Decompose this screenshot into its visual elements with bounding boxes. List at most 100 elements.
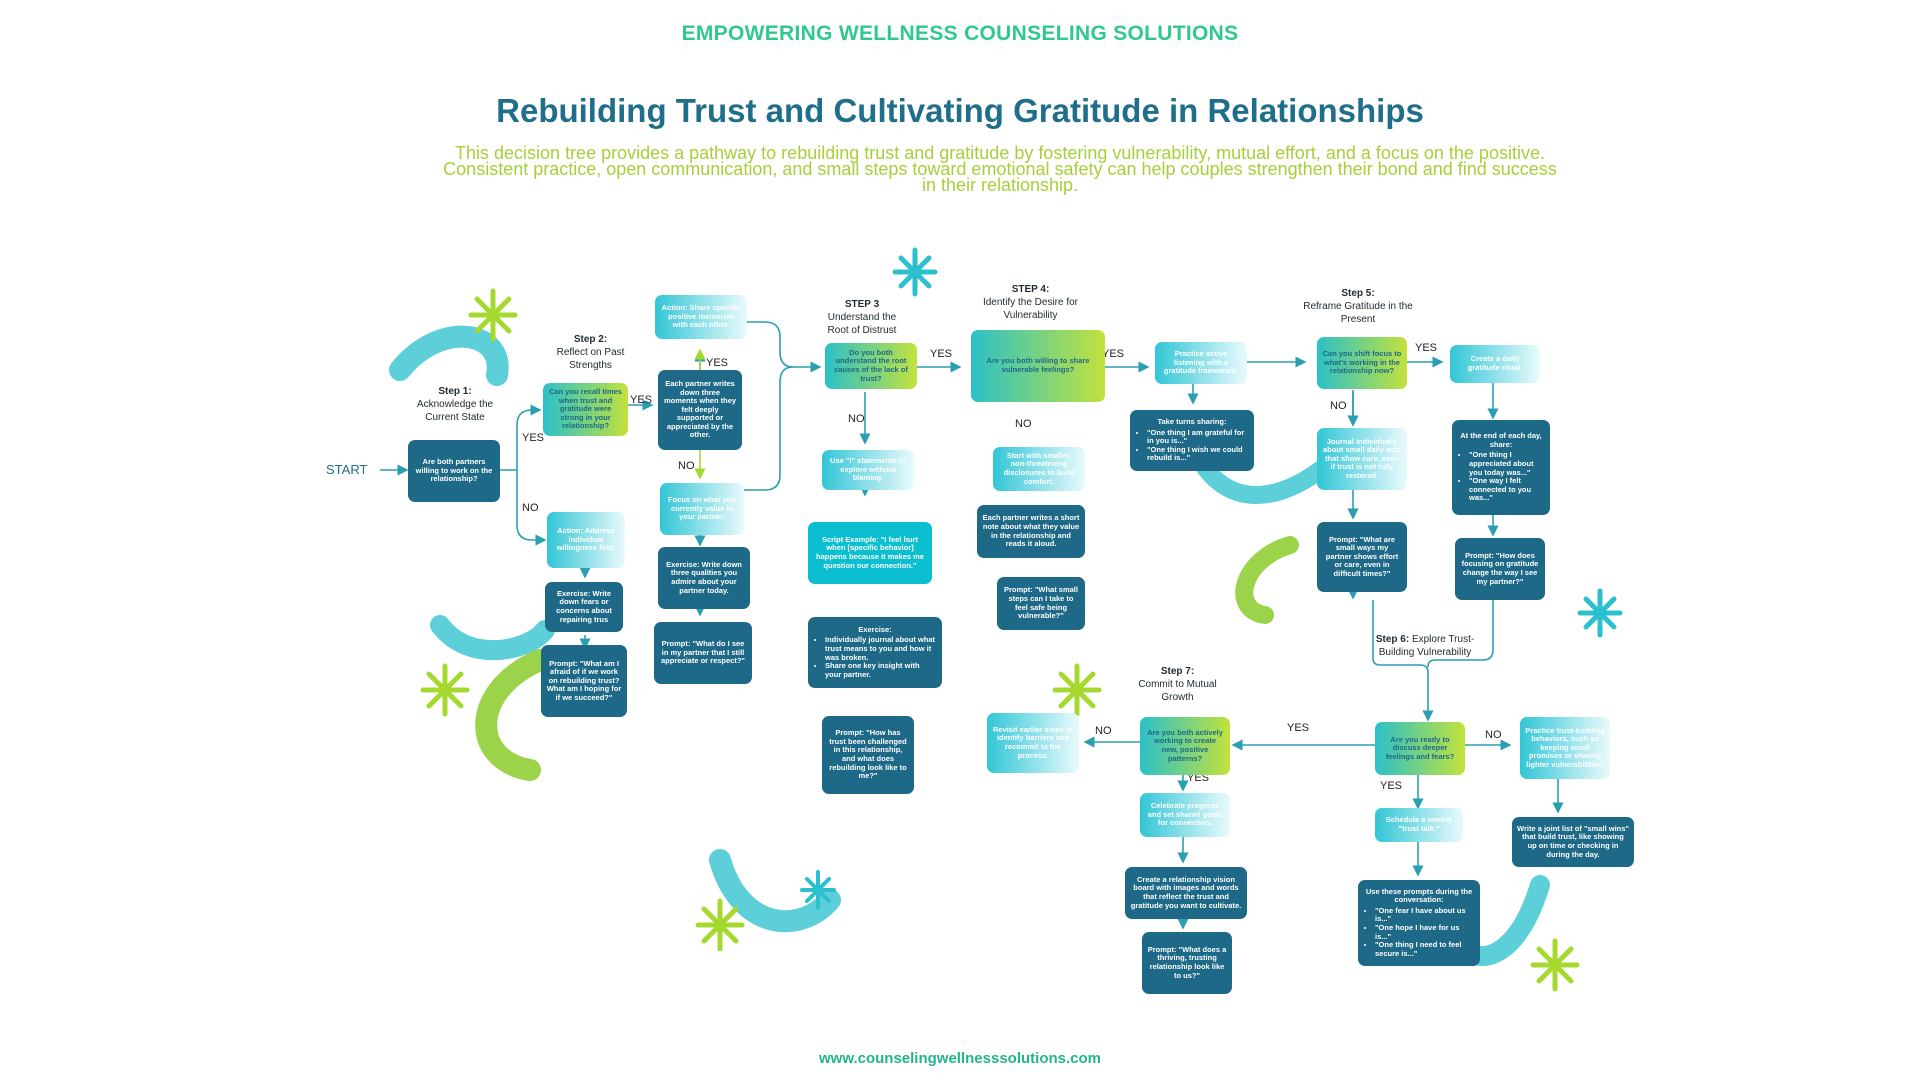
revisit-earlier-steps: Revisit earlier steps to identify barrie… (987, 713, 1079, 773)
step-5-text: Reframe Gratitude in the Present (1303, 301, 1413, 325)
label-yes: YES (1287, 722, 1310, 734)
use-i-statements: Use "I" statements to explore without bl… (822, 450, 914, 490)
step-4-text: Identify the Desire for Vulnerability (982, 297, 1079, 321)
step-7-heading: Step 7: Commit to Mutual Growth (1130, 665, 1225, 704)
create-gratitude-ritual: Create a daily gratitude ritual. (1450, 345, 1540, 383)
exercise-individual-journal: Exercise: Individually journal about wha… (808, 617, 942, 688)
list-item: "One thing I wish we could rebuild is...… (1147, 445, 1249, 463)
swoosh-icon (1465, 875, 1550, 966)
question-root-causes: Do you both understand the root causes o… (825, 343, 917, 389)
prompt-what-am-i-afraid: Prompt: "What am I afraid of if we work … (541, 645, 627, 717)
script-example: Script Example: "I feel hurt when [speci… (808, 522, 932, 584)
conversation-prompts: Use these prompts during the conversatio… (1358, 880, 1480, 966)
label-no: NO (1330, 400, 1347, 412)
practice-trust-behaviors: Practice trust-building behaviors, such … (1520, 717, 1610, 779)
footer-url[interactable]: www.counselingwellnesssolutions.com (819, 1050, 1101, 1067)
take-turns-sharing: Take turns sharing: "One thing I am grat… (1130, 410, 1254, 471)
swoosh-icon (389, 325, 509, 386)
label-no: NO (1095, 725, 1112, 737)
celebrate-progress: Celebrate progress and set shared goals … (1140, 793, 1230, 837)
label-no: NO (678, 460, 695, 472)
start-smaller-disclosures: Start with smaller, non-threatening disc… (993, 447, 1085, 491)
step-2-heading: Step 2: Reflect on Past Strengths (543, 333, 638, 372)
label-yes: YES (522, 432, 545, 444)
action-address-willingness: Action: Address individual willingness f… (547, 512, 625, 568)
label-yes: YES (1380, 780, 1403, 792)
label-yes: YES (930, 348, 953, 360)
list-item: "One way I felt connected to you was..." (1469, 476, 1545, 503)
question-positive-patterns: Are you both actively working to create … (1140, 717, 1230, 775)
practice-active-listening: Practice active listening with a gratitu… (1155, 342, 1247, 384)
step-3-heading: STEP 3 Understand the Root of Distrust (817, 298, 907, 337)
list-item: Individually journal about what trust me… (825, 636, 937, 662)
end-of-day-list: "One thing I appreciated about you today… (1457, 451, 1545, 503)
sparkle-icon (468, 288, 518, 342)
swoosh-icon (1235, 536, 1299, 624)
page-title: Rebuilding Trust and Cultivating Gratitu… (496, 92, 1424, 129)
exercise-journal-title: Exercise: (858, 624, 892, 634)
step-1-heading: Step 1: Acknowledge the Current State (400, 385, 510, 424)
list-item: "One thing I appreciated about you today… (1469, 451, 1545, 477)
question-willing-to-work: Are both partners willing to work on the… (408, 440, 500, 502)
question-deeper-feelings: Are you ready to discuss deeper feelings… (1375, 722, 1465, 775)
start-label: START (326, 462, 368, 477)
relationship-vision-board: Create a relationship vision board with … (1125, 867, 1247, 919)
journal-daily-acts: Journal individually about small daily a… (1317, 428, 1407, 490)
step-2-text: Reflect on Past Strengths (556, 347, 625, 371)
end-of-day-sharing: At the end of each day, share: "One thin… (1452, 420, 1550, 515)
step-7-text: Commit to Mutual Growth (1138, 679, 1217, 703)
sparkle-icon (1577, 588, 1623, 638)
label-yes: YES (706, 357, 729, 369)
step-7-number: Step 7: (1160, 666, 1195, 677)
swoosh-icon (430, 615, 555, 660)
sparkle-icon (695, 898, 745, 952)
sparkle-icon (420, 663, 470, 717)
step-3-text: Understand the Root of Distrust (827, 312, 897, 336)
action-share-memories: Action: Share specific positive memories… (655, 295, 747, 339)
exercise-write-fears: Exercise: Write down fears or concerns a… (545, 582, 623, 632)
question-shift-focus: Can you shift focus to what's working in… (1317, 337, 1407, 389)
conversation-prompts-title: Use these prompts during the conversatio… (1365, 886, 1473, 905)
swoosh-icon (1191, 451, 1329, 504)
step-1-number: Step 1: (438, 386, 472, 397)
step-1-text: Acknowledge the Current State (416, 399, 494, 423)
label-yes: YES (1102, 348, 1125, 360)
take-turns-title: Take turns sharing: (1157, 417, 1227, 427)
prompt-focusing-gratitude: Prompt: "How does focusing on gratitude … (1455, 538, 1545, 600)
schedule-trust-talk: Schedule a weekly "trust talk." (1375, 808, 1463, 842)
sparkle-icon (892, 247, 938, 297)
prompt-thriving-relationship: Prompt: "What does a thriving, trusting … (1142, 932, 1232, 994)
list-item: Share one key insight with your partner. (825, 661, 937, 679)
label-no: NO (1015, 418, 1032, 430)
sparkle-icon (1530, 938, 1580, 992)
step-4-number: STEP 4: (1011, 284, 1050, 295)
end-of-day-title: At the end of each day, share: (1460, 431, 1542, 449)
step-6-heading: Step 6: Explore Trust-Building Vulnerabi… (1365, 633, 1485, 659)
list-item: "One hope I have for us is..." (1375, 923, 1475, 941)
prompt-trust-challenged: Prompt: "How has trust been challenged i… (822, 716, 914, 794)
list-item: "One thing I need to feel secure is..." (1375, 940, 1475, 958)
take-turns-list: "One thing I am grateful for in you is..… (1135, 428, 1249, 463)
step-5-heading: Step 5: Reframe Gratitude in the Present (1298, 287, 1418, 326)
label-yes: YES (1415, 342, 1438, 354)
swoosh-icon (709, 849, 841, 933)
prompt-small-steps: Prompt: "What small steps can I take to … (997, 577, 1085, 630)
label-no: NO (848, 413, 865, 425)
page-subtitle: This decision tree provides a pathway to… (443, 143, 1557, 195)
list-item: "One thing I am grateful for in you is..… (1147, 428, 1249, 446)
label-no: NO (522, 502, 539, 514)
exercise-three-moments: Each partner writes down three moments w… (658, 370, 742, 450)
label-no: NO (1485, 729, 1502, 741)
step-6-text: Explore Trust-Building Vulnerability (1378, 634, 1475, 658)
prompt-what-do-i-see: Prompt: "What do I see in my partner tha… (654, 622, 752, 684)
step-6-number: Step 6: (1375, 634, 1410, 645)
focus-current-value: Focus on what you currently value in you… (660, 483, 744, 535)
question-share-vulnerable: Are you both willing to share vulnerable… (971, 330, 1105, 402)
conversation-prompts-list: "One fear I have about us is..." "One ho… (1363, 906, 1475, 959)
step-2-number: Step 2: (573, 334, 608, 345)
sparkle-icon (1052, 663, 1102, 717)
label-yes: YES (1187, 772, 1210, 784)
brand-name: EMPOWERING WELLNESS COUNSELING SOLUTIONS (681, 22, 1239, 45)
